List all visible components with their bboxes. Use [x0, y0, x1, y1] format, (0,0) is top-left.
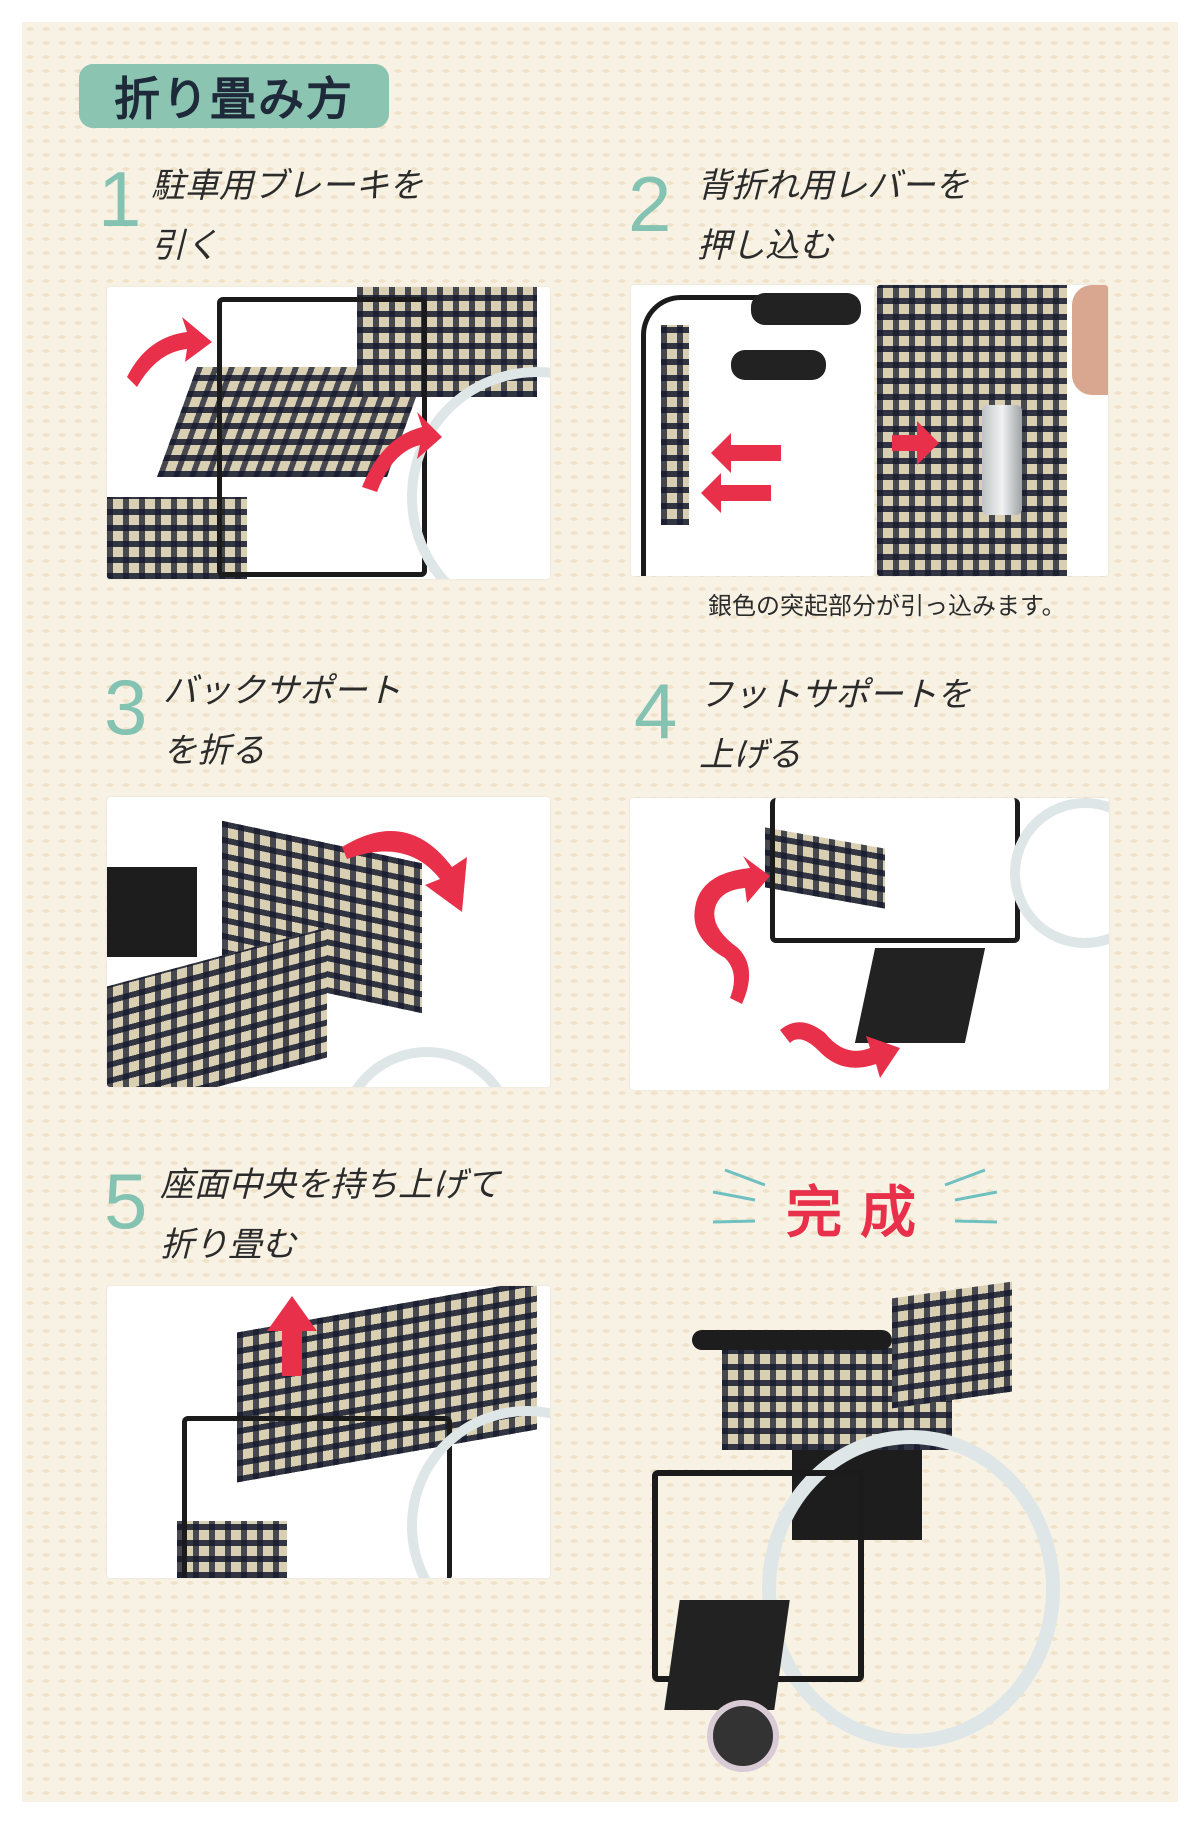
- step-line: を折る: [163, 731, 265, 771]
- step-line: 引く: [151, 226, 219, 266]
- red-up-arrow-icon: [267, 1296, 317, 1376]
- step-instruction: 背折れ用レバーを 押し込む: [697, 156, 969, 276]
- step-number: 2: [628, 160, 672, 248]
- step-line: バックサポート: [163, 671, 401, 711]
- red-curved-arrow-icon: [342, 831, 467, 912]
- step-number: 1: [98, 155, 142, 243]
- step-line: 上げる: [699, 735, 801, 775]
- red-arrow-icon: [701, 433, 781, 513]
- step-4-photo: [630, 798, 1109, 1090]
- step-instruction: 駐車用ブレーキを 引く: [151, 156, 423, 276]
- step-5-photo: [107, 1286, 550, 1578]
- red-arrow-icon: [127, 317, 442, 492]
- step-line: 折り畳む: [160, 1225, 296, 1265]
- step-instruction: フットサポートを 上げる: [699, 665, 971, 785]
- step-1-photo: [107, 287, 550, 579]
- step-2-photo-right: [877, 285, 1108, 576]
- step-2-photo-left: [631, 285, 874, 576]
- step-instruction: 座面中央を持ち上げて 折り畳む: [160, 1155, 500, 1275]
- step-line: 駐車用ブレーキを: [151, 166, 423, 206]
- step-number: 4: [634, 667, 678, 755]
- step-number: 5: [104, 1157, 148, 1245]
- step-line: 背折れ用レバーを: [697, 166, 969, 206]
- red-curved-arrow-icon: [694, 856, 900, 1078]
- red-arrow-icon: [892, 421, 939, 465]
- step-line: 座面中央を持ち上げて: [160, 1165, 500, 1205]
- step-line: フットサポートを: [699, 675, 971, 715]
- step-3-photo: [107, 797, 550, 1087]
- burst-lines-icon: [712, 1168, 998, 1224]
- step-instruction: バックサポート を折る: [163, 661, 401, 781]
- step-2-caption: 銀色の突起部分が引っ込みます。: [708, 592, 1066, 620]
- step-line: 押し込む: [697, 226, 833, 266]
- folded-wheelchair-photo: [612, 1270, 1066, 1772]
- step-number: 3: [104, 663, 148, 751]
- page-title: 折り畳み方: [79, 64, 389, 128]
- complete-heading: 完成: [786, 1180, 934, 1246]
